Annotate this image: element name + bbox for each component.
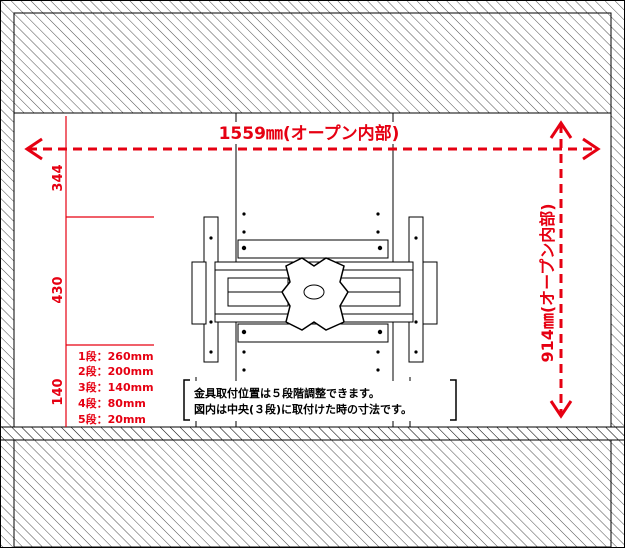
note-line-1: 金具取付位置は５段階調整できます。 xyxy=(193,386,380,400)
width-dimension-label: 1559㎜(オープン内部) xyxy=(219,123,400,144)
segment-bottom-label: 140 xyxy=(51,378,66,405)
segment-top-label: 344 xyxy=(51,164,66,191)
wall-mount-bracket xyxy=(191,212,438,372)
width-dimension xyxy=(24,122,601,161)
note-line-2: 図内は中央(３段)に取付けた時の寸法です。 xyxy=(194,402,412,416)
shelf-board xyxy=(0,426,625,441)
segment-dimensions xyxy=(65,116,154,427)
level-2: 2段：200mm xyxy=(78,364,154,378)
height-dimension-label: 914㎜(オープン内部) xyxy=(538,203,557,362)
level-1: 1段：260mm xyxy=(78,349,154,363)
level-5: 5段：20mm xyxy=(78,412,146,426)
note-right-bracket xyxy=(450,379,457,421)
note-left-bracket xyxy=(183,379,190,421)
segment-mid-label: 430 xyxy=(51,276,66,303)
note-background xyxy=(184,381,456,421)
level-4: 4段：80mm xyxy=(78,396,146,410)
level-3: 3段：140mm xyxy=(78,380,154,394)
height-dimension xyxy=(536,120,573,419)
